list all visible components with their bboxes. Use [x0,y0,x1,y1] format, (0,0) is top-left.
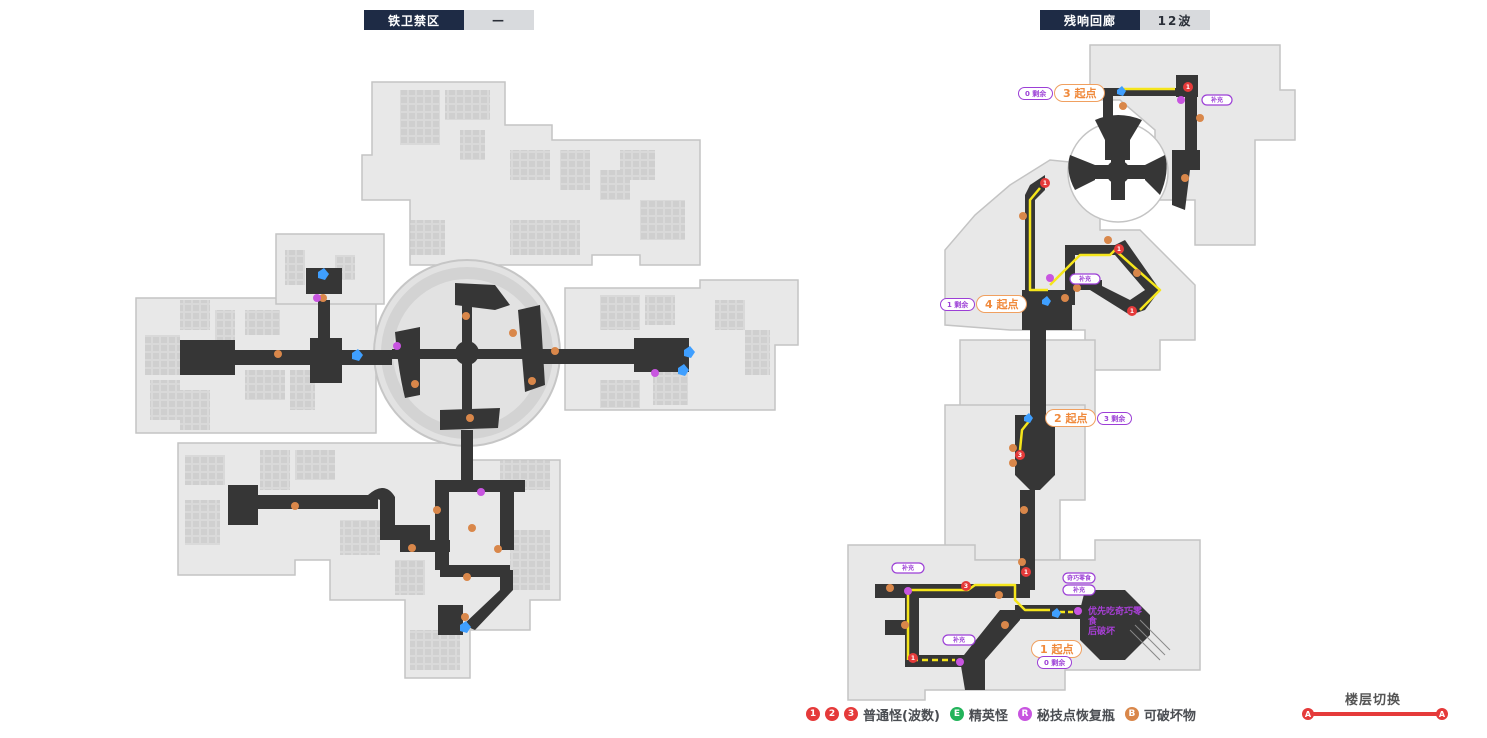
restore-bottle-icon [313,294,659,496]
svg-text:奇巧零食: 奇巧零食 [1067,574,1092,582]
floor-switch-bar[interactable]: A A [1302,708,1448,720]
floor-switch-title: 楼层切换 [1345,693,1402,708]
start-3-label: 3 起点 [1054,84,1106,102]
restore-label: 秘技点恢复瓶 [1036,708,1115,724]
floor-switch-icon [318,268,695,633]
elite-icon: E [949,707,964,721]
start-1-label: 1 起点 [1031,640,1083,658]
start-2-label: 2 起点 [1045,409,1097,427]
start-4-remaining: 1 剩余 [940,298,976,311]
start-1-remaining: 0 剩余 [1037,656,1073,669]
svg-text:1: 1 [1130,308,1134,315]
svg-text:1: 1 [911,655,915,662]
map-legend: 1 2 3 普通怪(波数) E 精英怪 R 秘技点恢复瓶 B 可破坏物 [806,703,1206,725]
floor-switch-a-left-icon: A [1302,708,1314,720]
normal-enemy-label: 普通怪(波数) [863,708,940,724]
svg-text:1: 1 [1024,569,1028,576]
svg-text:补充: 补充 [952,636,965,644]
start-3-remaining: 0 剩余 [1018,87,1054,100]
svg-text:补充: 补充 [1072,586,1085,594]
breakable-icon: B [1124,707,1139,721]
floor-switch-line [1310,712,1440,716]
svg-text:补充: 补充 [901,564,914,572]
svg-text:补充: 补充 [1210,96,1223,104]
left-wave-count: — [464,10,534,30]
svg-text:补充: 补充 [1078,275,1091,283]
svg-text:3: 3 [1018,452,1022,459]
wave-1-icon: 1 [806,707,820,721]
breakable-label: 可破坏物 [1143,708,1196,724]
left-map-header: 铁卫禁区 — [364,10,534,30]
wave-3-icon: 3 [844,707,858,721]
route-note: 优先吃奇巧零食 后破坏 [1088,607,1143,637]
svg-text:3: 3 [964,583,968,590]
left-zone-name: 铁卫禁区 [364,10,464,30]
svg-text:1: 1 [1117,246,1121,253]
right-map-header: 残响回廊 12波 [1040,10,1210,30]
elite-label: 精英怪 [968,708,1008,724]
breakable-icon [274,294,559,621]
start-4-label: 4 起点 [976,295,1028,313]
wave-2-icon: 2 [825,707,839,721]
svg-text:1: 1 [1043,180,1047,187]
right-zone-name: 残响回廊 [1040,10,1140,30]
start-2-remaining: 3 剩余 [1097,412,1133,425]
svg-text:1: 1 [1186,84,1190,91]
restore-icon: R [1017,707,1032,721]
floor-switch-a-right-icon: A [1436,708,1448,720]
right-wave-count: 12波 [1140,10,1210,30]
